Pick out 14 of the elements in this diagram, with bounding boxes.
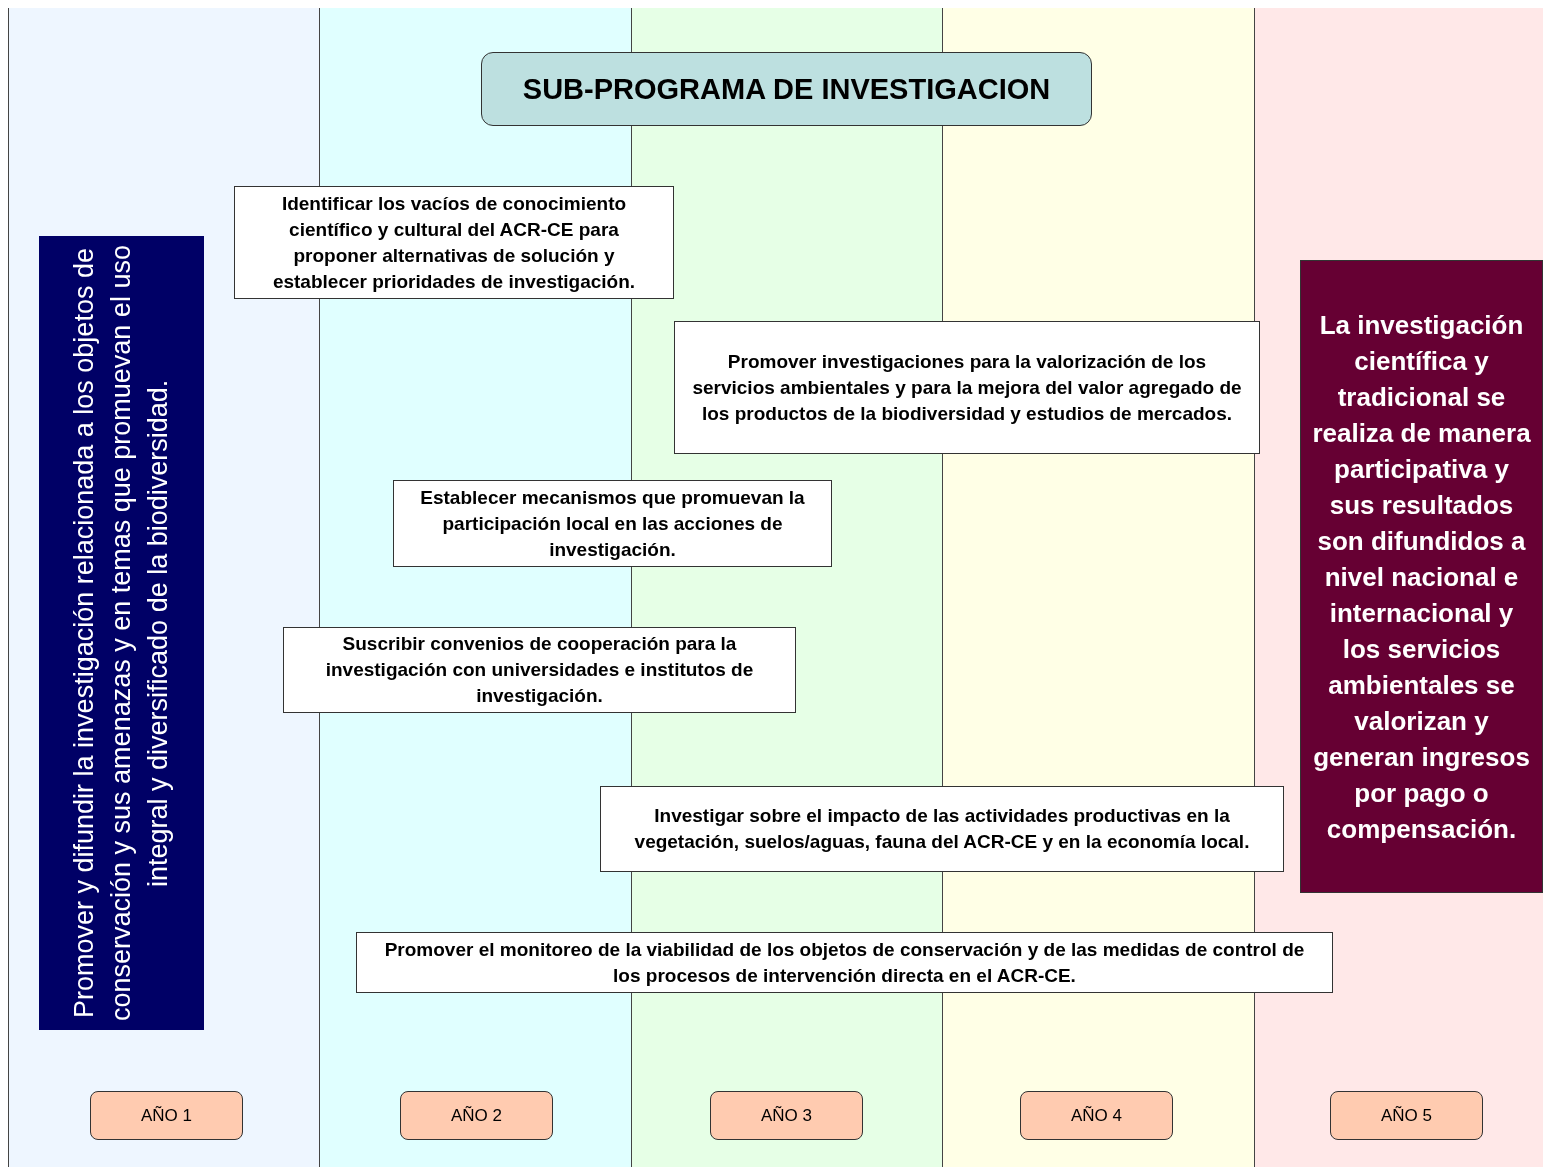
objective-box: Promover y difundir la investigación relacionada a los objetos de conservación y sus amenazas y en temas que promuevan el uso integral y diversificado de la biodiversidad. bbox=[39, 236, 204, 1030]
activity-box: Establecer mecanismos que promuevan la participación local en las acciones de investigación. bbox=[393, 480, 832, 567]
activity-box: Promover el monitoreo de la viabilidad de los objetos de conservación y de las medidas de control de los procesos de intervención directa en el ACR-CE. bbox=[356, 932, 1333, 993]
year-box: AÑO 4 bbox=[1020, 1091, 1173, 1140]
title-box: SUB-PROGRAMA DE INVESTIGACION bbox=[481, 52, 1092, 126]
activity-box: Promover investigaciones para la valorización de los servicios ambientales y para la mejora del valor agregado de los productos de la biodiversidad y estudios de mercados. bbox=[674, 321, 1260, 454]
year-box: AÑO 1 bbox=[90, 1091, 243, 1140]
year-box: AÑO 5 bbox=[1330, 1091, 1483, 1140]
activity-box: Suscribir convenios de cooperación para la investigación con universidades e institutos de investigación. bbox=[283, 627, 796, 713]
outcome-box: La investigación científica y tradicional se realiza de manera participativa y sus resultados son difundidos a nivel nacional e internacional y los servicios ambientales se valorizan y generan ingresos por pago o compensación. bbox=[1300, 260, 1543, 893]
year-box: AÑO 3 bbox=[710, 1091, 863, 1140]
year-box: AÑO 2 bbox=[400, 1091, 553, 1140]
activity-box: Investigar sobre el impacto de las actividades productivas en la vegetación, suelos/aguas, fauna del ACR-CE y en la economía local. bbox=[600, 786, 1284, 872]
activity-box: Identificar los vacíos de conocimiento científico y cultural del ACR-CE para proponer alternativas de solución y establecer prioridades de investigación. bbox=[234, 186, 674, 299]
